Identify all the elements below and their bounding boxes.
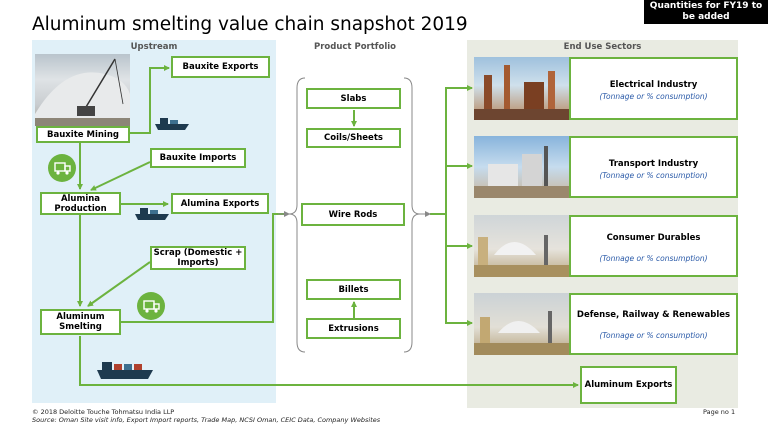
billets-box: Billets bbox=[306, 279, 401, 300]
aluminum-exports-box: Aluminum Exports bbox=[580, 366, 677, 404]
wire-rods-box: Wire Rods bbox=[301, 203, 405, 226]
electrical-industry-photo bbox=[474, 57, 570, 120]
page-title: Aluminum smelting value chain snapshot 2… bbox=[32, 14, 468, 35]
section-end-use: End Use Sectors bbox=[563, 42, 642, 52]
consumer-durables-photo bbox=[474, 215, 570, 277]
footer-source: Source: Oman Site visit info, Export Imp… bbox=[32, 416, 381, 424]
alumina-production-box: Alumina Production bbox=[40, 192, 121, 215]
end-use-subtitle: (Tonnage or % consumption) bbox=[599, 331, 708, 340]
end-use-title: Defense, Railway & Renewables bbox=[576, 310, 731, 320]
truck-icon-2 bbox=[137, 292, 165, 320]
arrow-to-end-use bbox=[430, 85, 473, 215]
end-use-title: Electrical Industry bbox=[609, 80, 698, 90]
extrusions-box: Extrusions bbox=[306, 318, 401, 339]
alumina-exports-box: Alumina Exports bbox=[171, 193, 269, 214]
end-use-defense-railway-renewables: Defense, Railway & Renewables (Tonnage o… bbox=[569, 293, 738, 355]
end-use-consumer-durables: Consumer Durables (Tonnage or % consumpt… bbox=[569, 215, 738, 277]
defense-railway-renewables-photo bbox=[474, 293, 570, 355]
ship-icon bbox=[155, 118, 189, 130]
arrow-scrap-to-smelting bbox=[87, 261, 151, 307]
portfolio-bracket-right bbox=[403, 77, 421, 353]
bauxite-exports-box: Bauxite Exports bbox=[171, 56, 270, 78]
scrap-box: Scrap (Domestic + Imports) bbox=[150, 246, 246, 270]
slabs-box: Slabs bbox=[306, 88, 401, 109]
arrow-imports-to-alumina bbox=[90, 161, 151, 191]
end-use-subtitle: (Tonnage or % consumption) bbox=[599, 254, 708, 263]
arrow-to-aluminum-exports bbox=[79, 336, 579, 388]
coils-sheets-box: Coils/Sheets bbox=[306, 128, 401, 148]
bauxite-imports-box: Bauxite Imports bbox=[150, 148, 246, 168]
end-use-transport: Transport Industry (Tonnage or % consump… bbox=[569, 136, 738, 198]
ship-icon-2 bbox=[135, 208, 169, 220]
section-upstream: Upstream bbox=[130, 42, 178, 52]
mine-illustration bbox=[35, 58, 130, 126]
end-use-electrical: Electrical Industry (Tonnage or % consum… bbox=[569, 57, 738, 120]
end-use-subtitle: (Tonnage or % consumption) bbox=[599, 171, 708, 180]
truck-icon bbox=[48, 154, 76, 182]
fy19-note: Quantities for FY19 to be added bbox=[644, 0, 768, 24]
end-use-title: Consumer Durables bbox=[606, 233, 701, 243]
end-use-title: Transport Industry bbox=[608, 159, 699, 169]
ship-icon-3 bbox=[97, 362, 153, 379]
footer-page: Page no 1 bbox=[703, 408, 736, 416]
aluminum-smelting-box: Aluminum Smelting bbox=[40, 309, 121, 335]
bauxite-mining-photo bbox=[35, 54, 130, 126]
end-use-subtitle: (Tonnage or % consumption) bbox=[599, 92, 708, 101]
bauxite-mining-box: Bauxite Mining bbox=[36, 126, 130, 143]
transport-industry-photo bbox=[474, 136, 570, 198]
section-portfolio: Product Portfolio bbox=[314, 42, 396, 52]
footer-copyright: © 2018 Deloitte Touche Tohmatsu India LL… bbox=[32, 408, 175, 416]
arrow-to-bauxite-exports bbox=[130, 65, 170, 134]
